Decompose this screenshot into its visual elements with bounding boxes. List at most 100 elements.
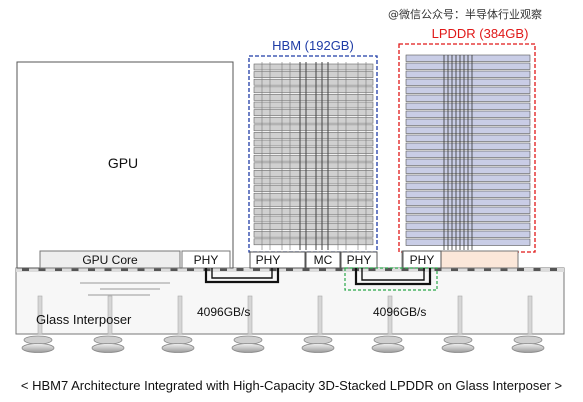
micro-bump	[71, 268, 79, 271]
solder-bump	[231, 343, 265, 353]
solder-bump	[511, 343, 545, 353]
micro-bump	[154, 268, 161, 271]
micro-bump	[104, 268, 112, 271]
solder-bump	[233, 335, 263, 345]
micro-bump	[484, 268, 491, 271]
micro-bump	[500, 268, 508, 271]
micro-bump	[302, 268, 310, 271]
gpu-hbm-link	[204, 268, 280, 284]
solder-bump	[373, 335, 403, 345]
interposer-label: Glass Interposer	[36, 312, 132, 327]
hbm-title: HBM (192GB)	[272, 38, 354, 53]
hbm-lpddr-link	[344, 267, 438, 291]
hbm-die-layer	[253, 109, 374, 116]
solder-bump	[513, 335, 543, 345]
solder-bump	[163, 335, 193, 345]
lpddr-phy-label: PHY	[410, 253, 435, 267]
solder-bump	[21, 343, 55, 353]
glass-via	[527, 295, 533, 335]
hbm-stack: HBM (192GB) PHY MC PHY	[248, 38, 378, 269]
hbm-base-phy-right	[340, 251, 378, 269]
bandwidth-right: 4096GB/s	[373, 305, 426, 319]
micro-bump	[451, 268, 458, 271]
hbm-phy-left-label: PHY	[256, 253, 281, 267]
substrate-bumps	[21, 335, 545, 353]
hbm-die-layer	[253, 71, 374, 78]
micro-bump	[550, 268, 557, 271]
micro-bump	[269, 268, 277, 271]
glass-via	[457, 295, 463, 335]
hbm-die-layer	[253, 94, 374, 101]
micro-bump	[517, 268, 524, 271]
micro-bump	[236, 268, 244, 271]
hbm-die-layer	[253, 132, 374, 139]
solder-bump	[441, 343, 475, 353]
watermark-text: @微信公众号：半导体行业观察	[388, 8, 542, 21]
glass-via	[387, 295, 393, 335]
micro-bump	[187, 268, 194, 271]
hbm-die-layer	[253, 223, 374, 230]
hbm-die-layer	[253, 230, 374, 238]
micro-bump	[170, 268, 178, 271]
hbm-mc-label: MC	[314, 253, 333, 267]
gpu-core-block	[39, 250, 181, 269]
glass-via	[247, 295, 253, 335]
gpu-core-label: GPU Core	[82, 253, 138, 267]
solder-bump	[161, 343, 195, 353]
solder-bump	[93, 335, 123, 345]
micro-bump	[467, 268, 475, 271]
hbm-die-layer	[253, 185, 374, 192]
hbm-phy-right-label: PHY	[347, 253, 372, 267]
micro-bump	[319, 268, 326, 271]
micro-bump	[88, 268, 95, 271]
micro-bump	[368, 268, 376, 271]
micro-bump	[253, 268, 260, 271]
hbm-die-layer	[253, 170, 374, 177]
hbm-die-layer	[253, 86, 374, 94]
micro-bump	[121, 268, 128, 271]
hbm-die-layer	[253, 124, 374, 132]
micro-bump	[286, 268, 293, 271]
micro-bump	[22, 268, 29, 271]
micro-bump	[137, 268, 145, 271]
lpddr-title: LPDDR (384GB)	[432, 26, 529, 41]
gpu-die: GPU GPU Core PHY	[16, 61, 234, 269]
hbm-die-layer	[253, 147, 374, 154]
solder-bump	[91, 343, 125, 353]
hbm-die-layer	[253, 162, 374, 170]
hbm-die-layer	[253, 208, 374, 215]
hbm-base-mc	[305, 251, 341, 269]
solder-bump	[443, 335, 473, 345]
solder-bump	[303, 335, 333, 345]
hbm-die-layer	[253, 101, 374, 109]
hbm-die-layer	[253, 238, 374, 246]
micro-bump	[434, 268, 442, 271]
micro-bump	[418, 268, 425, 271]
micro-bump	[38, 268, 46, 271]
hbm-die-layer	[253, 200, 374, 208]
glass-via	[107, 295, 113, 335]
micro-bump	[55, 268, 62, 271]
figure-caption: < HBM7 Architecture Integrated with High…	[20, 378, 563, 393]
solder-bump	[23, 335, 53, 345]
micro-bump	[220, 268, 227, 271]
glass-via	[37, 295, 43, 335]
glass-via	[177, 295, 183, 335]
micro-bump	[335, 268, 343, 271]
hbm-die-layer	[253, 78, 374, 86]
hbm-die-layer	[253, 139, 374, 147]
bandwidth-left: 4096GB/s	[197, 305, 250, 319]
micro-bump	[385, 268, 392, 271]
lpddr-stack: LPDDR (384GB) PHY	[398, 26, 536, 269]
hbm-die-layer	[253, 215, 374, 223]
hbm-die-layer	[253, 116, 374, 124]
micro-bump	[533, 268, 541, 271]
micro-bump	[401, 268, 409, 271]
hbm-die-layer	[253, 177, 374, 185]
gpu-phy-label: PHY	[194, 253, 219, 267]
glass-via	[317, 295, 323, 335]
hbm-die-layer	[253, 154, 374, 162]
hbm-die-layer	[253, 192, 374, 200]
solder-bump	[301, 343, 335, 353]
